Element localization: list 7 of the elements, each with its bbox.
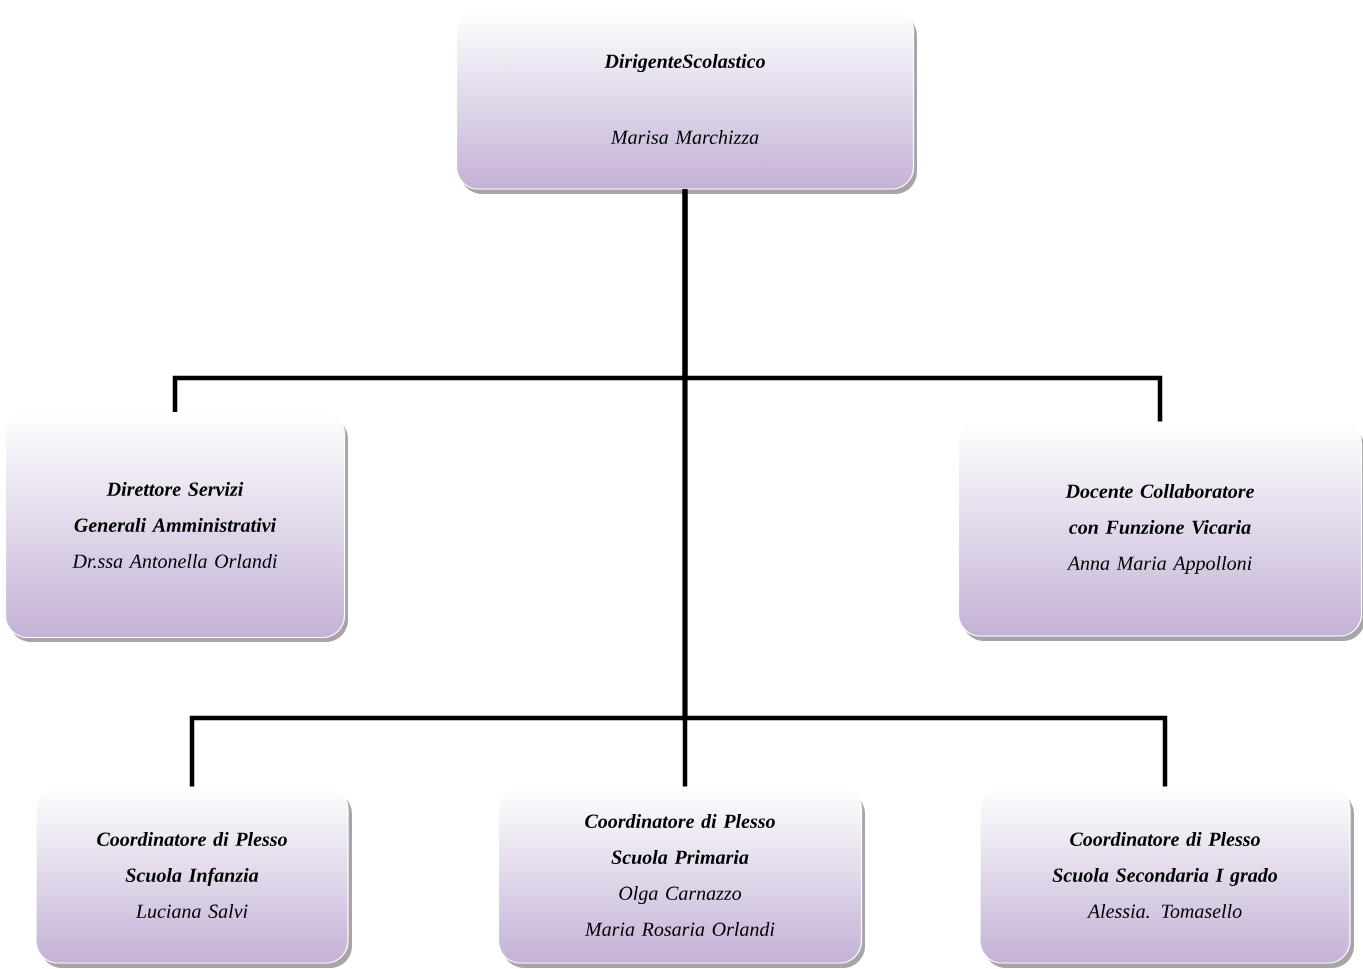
role-box: DirigenteScolastico Marisa Marchizza xyxy=(455,8,917,194)
role-box: Coordinatore di Plesso Scuola Secondaria I grado Alessia. Tomasello xyxy=(979,786,1354,968)
role-box: Direttore Servizi Generali Amministrativi Dr.ssa Antonella Orlandi xyxy=(4,411,348,642)
connector-line xyxy=(682,189,1168,787)
role-box: Docente Collaboratore con Funzione Vicaria Anna Maria Appolloni xyxy=(957,421,1363,641)
role-box: Coordinatore di Plesso Scuola Primaria Olga Carnazzo Maria Rosaria Orlandi xyxy=(497,786,865,968)
role-box: Coordinatore di Plesso Scuola Infanzia Luciana Salvi xyxy=(35,786,352,968)
